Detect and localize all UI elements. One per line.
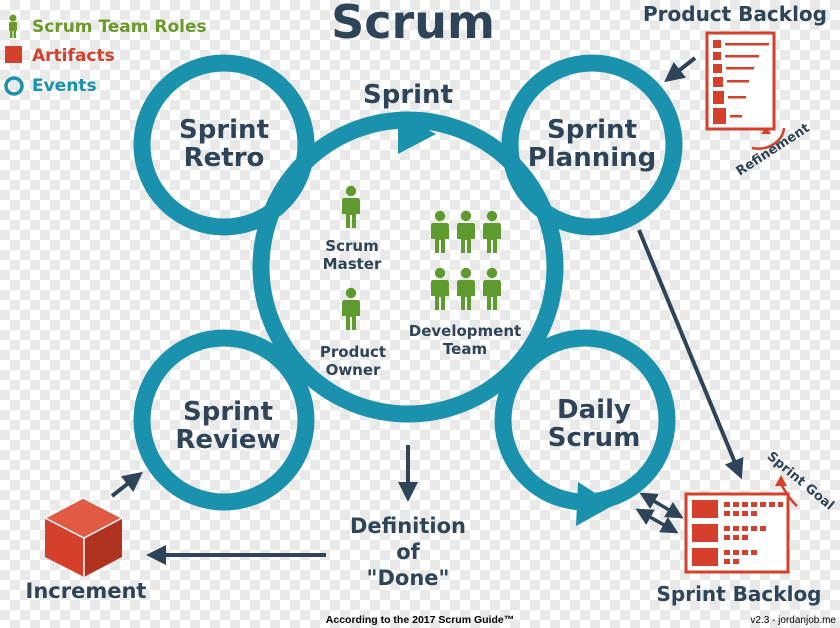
scrum-master-label-line2: Master: [323, 255, 382, 273]
daily-scrum-label-line2: Scrum: [548, 423, 641, 453]
sprint-retro-circle: [133, 54, 315, 236]
sprint-planning-label-line1: Sprint: [547, 115, 637, 145]
development-team-label-line2: Team: [443, 340, 487, 358]
increment-cube-icon: [43, 497, 124, 577]
increment-label: Increment: [26, 579, 147, 603]
backlog-to-planning-arrow: [664, 56, 697, 83]
legend-artifacts-label: Artifacts: [32, 46, 115, 66]
sprint-label: Sprint: [363, 80, 453, 110]
sprint-planning-circle: [501, 54, 683, 236]
product-owner-label-line2: Owner: [326, 361, 381, 379]
refinement-loop: [751, 127, 786, 150]
product-owner-label-line1: Product: [320, 343, 386, 361]
sprint-retro-label-line1: Sprint: [179, 115, 269, 145]
sprint-review-circle: [133, 329, 315, 511]
daily-scrum-sprint-backlog-arrow-top: [639, 492, 684, 519]
daily-scrum-label-line1: Daily: [557, 395, 631, 425]
product-owner-icon: [342, 287, 360, 330]
legend-events-label: Events: [32, 76, 97, 96]
planning-to-sprint-backlog-arrow: [637, 229, 744, 480]
sprint-arrowhead: [398, 114, 436, 154]
sprint-retro-label-line2: Retro: [184, 143, 265, 173]
diagram-title: Scrum: [331, 0, 495, 49]
sprint-backlog-icon: [684, 492, 790, 574]
sprint-backlog-label: Sprint Backlog: [656, 582, 821, 606]
legend-event-icon: [4, 76, 24, 96]
product-backlog-label: Product Backlog: [643, 2, 827, 26]
daily-scrum-sprint-backlog-arrow-bottom: [635, 508, 679, 534]
legend: Scrum Team Roles Artifacts Events: [4, 14, 207, 96]
sprint-goal-arrowhead: [775, 475, 787, 486]
legend-person-icon: [9, 14, 17, 38]
footer-version: v2.3 - jordanjob.me: [750, 615, 836, 626]
product-backlog-icon: [705, 31, 776, 131]
definition-of-done-line1: Definition: [350, 514, 466, 538]
definition-of-done-line2: of: [396, 540, 420, 564]
scrum-master-icon: [342, 185, 360, 228]
sprint-review-label-line1: Sprint: [183, 397, 273, 427]
scrum-master-label-line1: Scrum: [325, 237, 378, 255]
legend-roles-label: Scrum Team Roles: [32, 17, 207, 37]
daily-scrum-arrowhead: [576, 482, 614, 526]
increment-to-review-arrow: [110, 471, 143, 498]
footer-source: According to the 2017 Scrum Guide™: [326, 614, 514, 626]
development-team-icon: [431, 210, 501, 310]
legend-artifact-icon: [5, 46, 22, 63]
sprint-review-label-line2: Review: [175, 425, 280, 455]
sprint-goal-stem: [779, 483, 798, 507]
definition-of-done-line3: "Done": [367, 566, 450, 590]
development-team-label-line1: Development: [409, 322, 521, 340]
refinement-arrowhead: [761, 127, 771, 134]
sprint-planning-label-line2: Planning: [528, 143, 657, 173]
